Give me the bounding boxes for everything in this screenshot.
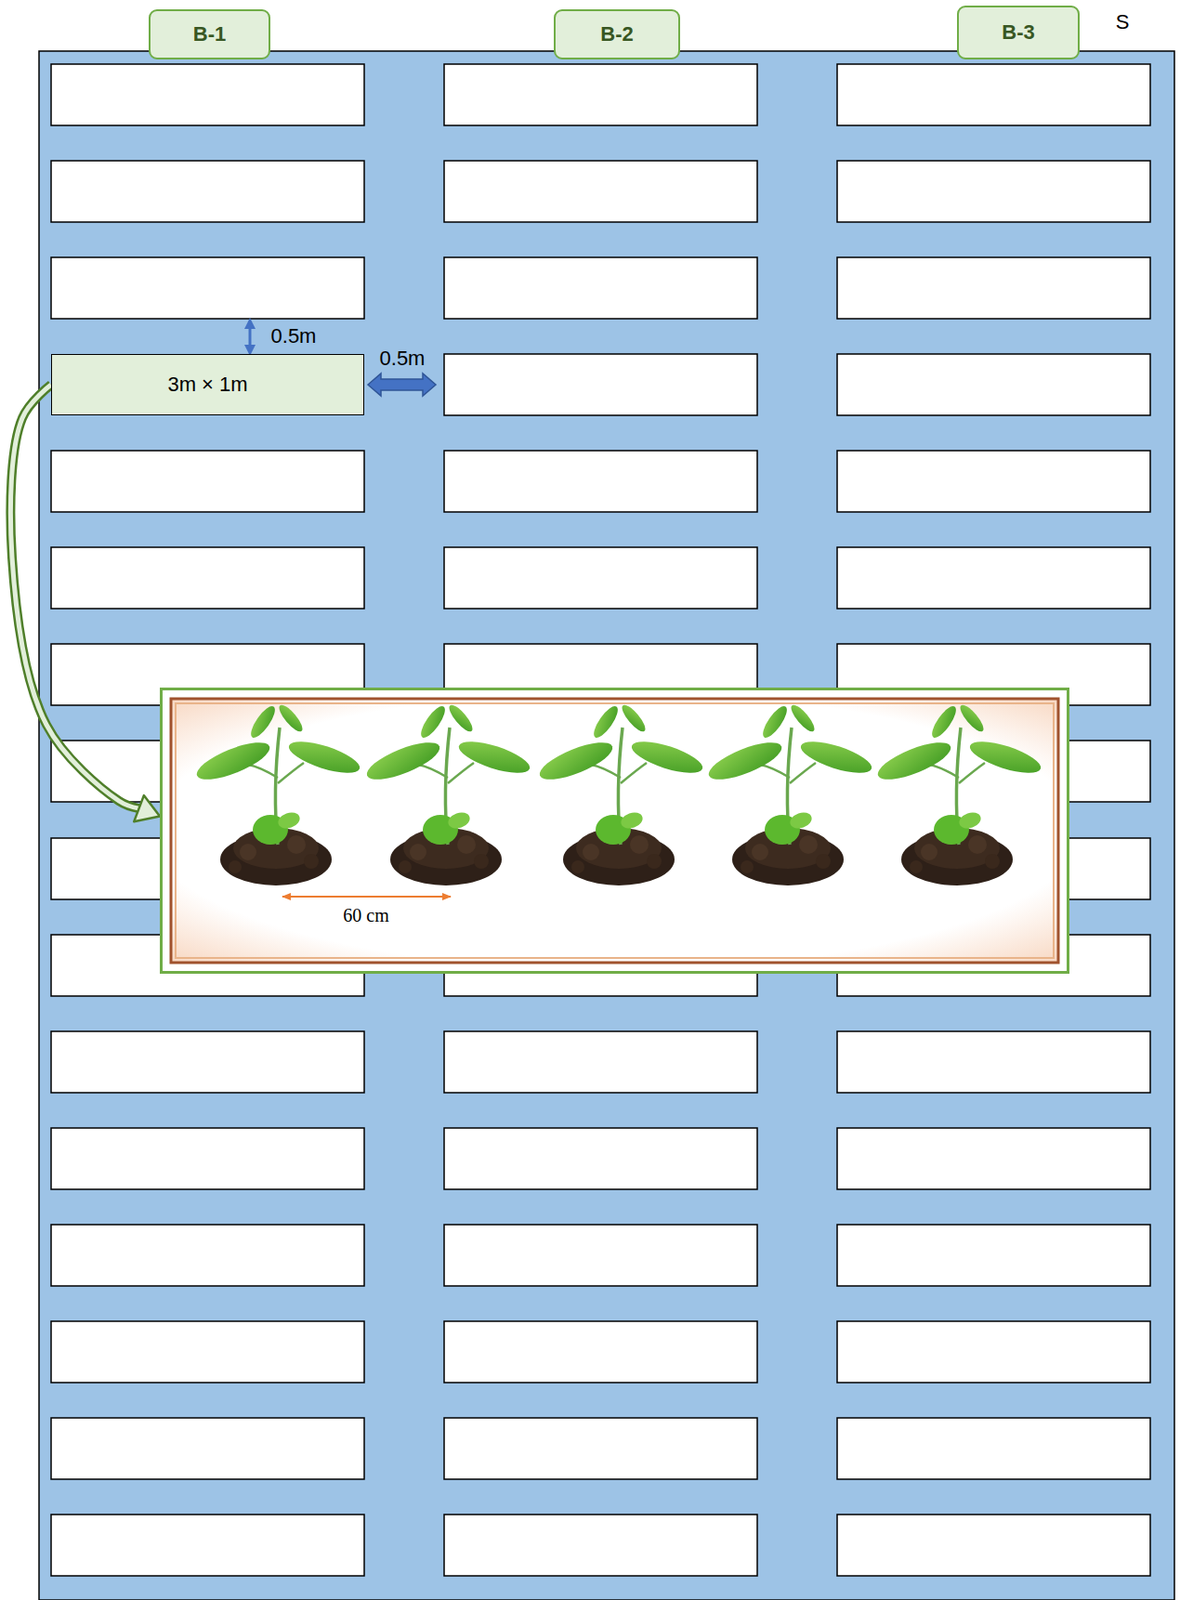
arrow-head: [133, 795, 160, 822]
dimension-arrow: [282, 895, 451, 898]
block-header: B-3: [957, 5, 1080, 60]
callout-arrow-body: [10, 384, 139, 809]
node-label: B-1: [193, 22, 226, 47]
node-label: B-3: [1001, 20, 1035, 45]
corner-mark: S: [1115, 10, 1130, 35]
callout-arrow: [10, 384, 160, 822]
callout-arrow-outline: [10, 384, 139, 809]
plant-inset: 60 cm: [159, 687, 1070, 974]
plots: [51, 64, 1151, 1576]
plot-box: 3m × 1m: [51, 354, 365, 416]
plant-inset: [159, 687, 1070, 974]
dimension-label: 60 cm: [342, 904, 389, 927]
dimension-label: 0.5m: [380, 346, 426, 371]
dimension-label: 0.5m: [271, 324, 317, 349]
field-ground: [39, 51, 1175, 1600]
spacing-arrow: [249, 323, 252, 351]
spacing-arrow: [367, 373, 436, 396]
node-label: 3m × 1m: [167, 372, 248, 397]
node-label: B-2: [600, 22, 633, 47]
block-header: B-1: [148, 9, 271, 60]
block-header: B-2: [553, 9, 681, 60]
